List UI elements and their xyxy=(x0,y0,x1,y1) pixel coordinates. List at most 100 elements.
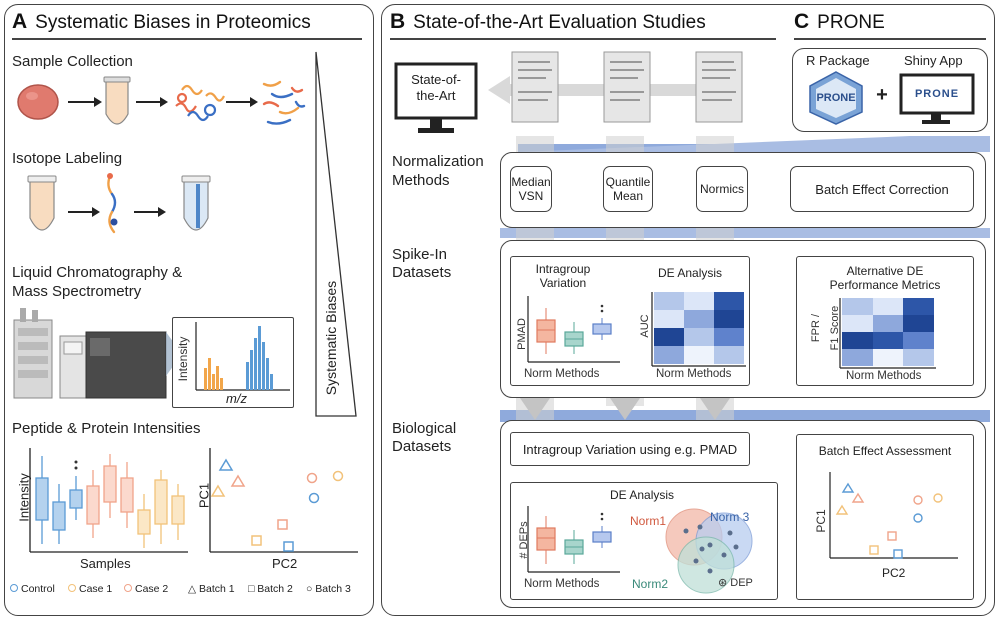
batch-effect-assessment-label: Batch Effect Assessment xyxy=(818,444,952,458)
monitor-label-line2: the-Art xyxy=(416,88,456,103)
boxplot-chart xyxy=(29,448,188,553)
shiny-monitor-icon xyxy=(899,73,975,124)
batch-effect-correction: Batch Effect Correction xyxy=(790,166,974,212)
tube-icon xyxy=(103,76,131,125)
method-quantile-label: Quantile xyxy=(605,175,651,189)
norm2-label: Norm2 xyxy=(632,577,669,591)
panel-b-rule xyxy=(390,38,776,40)
heatmap-icon-alt xyxy=(839,298,936,369)
dep-label: DEP xyxy=(730,577,753,589)
auc-label: AUC xyxy=(639,314,651,338)
sample-collection-row xyxy=(17,76,306,125)
spectrum-ylabel: Intensity xyxy=(176,336,190,382)
monitor-icon xyxy=(394,62,478,133)
plus-sign: + xyxy=(876,84,888,106)
dep-legend: ⊛ DEP xyxy=(718,577,753,589)
panel-c-title: PRONE xyxy=(817,12,885,33)
method-quantile-mean: Quantile Mean xyxy=(603,166,653,212)
legend-control: Control xyxy=(10,583,55,595)
r-package-label: R Package xyxy=(806,53,870,68)
systematic-biases-label: Systematic Biases xyxy=(323,280,339,396)
legend-case2-label: Case 2 xyxy=(135,583,169,595)
pc2-label: PC2 xyxy=(882,566,906,580)
bio-norm-methods-label: Norm Methods xyxy=(524,578,600,590)
legend-control-label: Control xyxy=(21,583,55,595)
method-vsn-label: VSN xyxy=(518,189,544,203)
legend-case1-label: Case 1 xyxy=(79,583,113,595)
norm-methods-label-line2: Methods xyxy=(392,172,450,189)
alt-de-label-line1: Alternative DE xyxy=(846,264,924,278)
labeled-peptide-icon xyxy=(107,173,118,234)
panel-c-rule xyxy=(794,38,986,40)
de-norm-methods-label: Norm Methods xyxy=(656,368,732,380)
legend-case1: Case 1 xyxy=(68,583,112,595)
isotope-labeling-label: Isotope Labeling xyxy=(12,150,123,167)
lcms-label-line2: Mass Spectrometry xyxy=(12,283,142,300)
legend-batch3-label: Batch 3 xyxy=(315,583,351,595)
spikein-norm-methods-label: Norm Methods xyxy=(524,368,600,380)
legend: Control Case 1 Case 2 △ Batch 1 □ Batch … xyxy=(10,583,370,599)
fpr-label-line1: FPR / xyxy=(810,313,822,343)
arrow-icon xyxy=(68,207,100,217)
spikein-label-line1: Spike-In xyxy=(392,246,448,263)
intragroup-pmad-box: Intragroup Variation using e.g. PMAD xyxy=(510,432,750,466)
sample-collection-label: Sample Collection xyxy=(12,53,133,70)
legend-batch2: □ Batch 2 xyxy=(248,583,293,595)
bias-wedge xyxy=(315,51,357,417)
arrow-icon xyxy=(136,97,168,107)
tube-icon xyxy=(27,175,57,231)
heatmap-icon-auc xyxy=(651,292,746,367)
document-icon xyxy=(511,51,559,123)
method-mean-label: Mean xyxy=(612,189,644,203)
legend-case2: Case 2 xyxy=(124,583,168,595)
spikein-label-line2: Datasets xyxy=(392,264,452,281)
intragroup-label-line1: Intragroup xyxy=(535,262,591,276)
method-median-label: Median xyxy=(511,175,551,189)
intragroup-pmad-label: Intragroup Variation using e.g. PMAD xyxy=(522,441,738,457)
panel-a-header: A Systematic Biases in Proteomics xyxy=(12,10,311,34)
monitor-label-line1: State-of- xyxy=(411,72,461,87)
mass-spectrum-chart xyxy=(195,322,290,391)
shiny-app-logo-text: PRONE xyxy=(914,88,960,100)
pca-a-chart xyxy=(209,448,358,553)
biological-label-line2: Datasets xyxy=(392,438,452,455)
r-package-logo-text: PRONE xyxy=(816,92,856,104)
spikein-boxplot xyxy=(527,296,620,363)
protein-icon xyxy=(175,84,225,122)
method-median-vsn: Median VSN xyxy=(510,166,552,212)
panel-a-title: Systematic Biases in Proteomics xyxy=(35,12,311,33)
norm3-label: Norm 3 xyxy=(710,510,750,524)
mass-spectrum-inset xyxy=(172,317,294,408)
de-analysis2-label: DE Analysis xyxy=(610,488,675,502)
panel-b-letter: B xyxy=(390,10,406,33)
peptide-protein-label: Peptide & Protein Intensities xyxy=(12,420,201,437)
heatmap-grid-auc xyxy=(654,292,744,364)
panel-a-letter: A xyxy=(12,10,28,33)
arrow-icon xyxy=(68,97,102,107)
biological-boxplot xyxy=(527,506,620,573)
scatter-icon xyxy=(829,472,958,559)
arrow-icon xyxy=(134,207,166,217)
arrow-icon xyxy=(226,97,258,107)
tube-icon xyxy=(181,175,211,231)
legend-batch2-label: Batch 2 xyxy=(257,583,293,595)
panel-a xyxy=(4,4,374,616)
spectrum-xlabel: m/z xyxy=(226,391,247,406)
boxplot-xlabel: Samples xyxy=(80,556,131,571)
norm1-label: Norm1 xyxy=(630,514,667,528)
isotope-labeling-row xyxy=(27,173,211,234)
batch-effect-box xyxy=(796,434,974,600)
batch-effect-correction-label: Batch Effect Correction xyxy=(815,181,949,197)
legend-batch3: ○ Batch 3 xyxy=(306,583,351,595)
heatmap-grid-alt xyxy=(842,298,934,366)
lcms-instrument-icon xyxy=(13,308,182,399)
method-normics-label: Normics xyxy=(700,182,744,196)
method-normics: Normics xyxy=(696,166,748,212)
intragroup-label-line2: Variation xyxy=(539,276,587,290)
de-analysis-label: DE Analysis xyxy=(658,266,723,280)
alt-norm-methods-label: Norm Methods xyxy=(846,370,922,382)
norm-methods-label-line1: Normalization xyxy=(392,153,484,170)
document-icon xyxy=(695,51,743,123)
